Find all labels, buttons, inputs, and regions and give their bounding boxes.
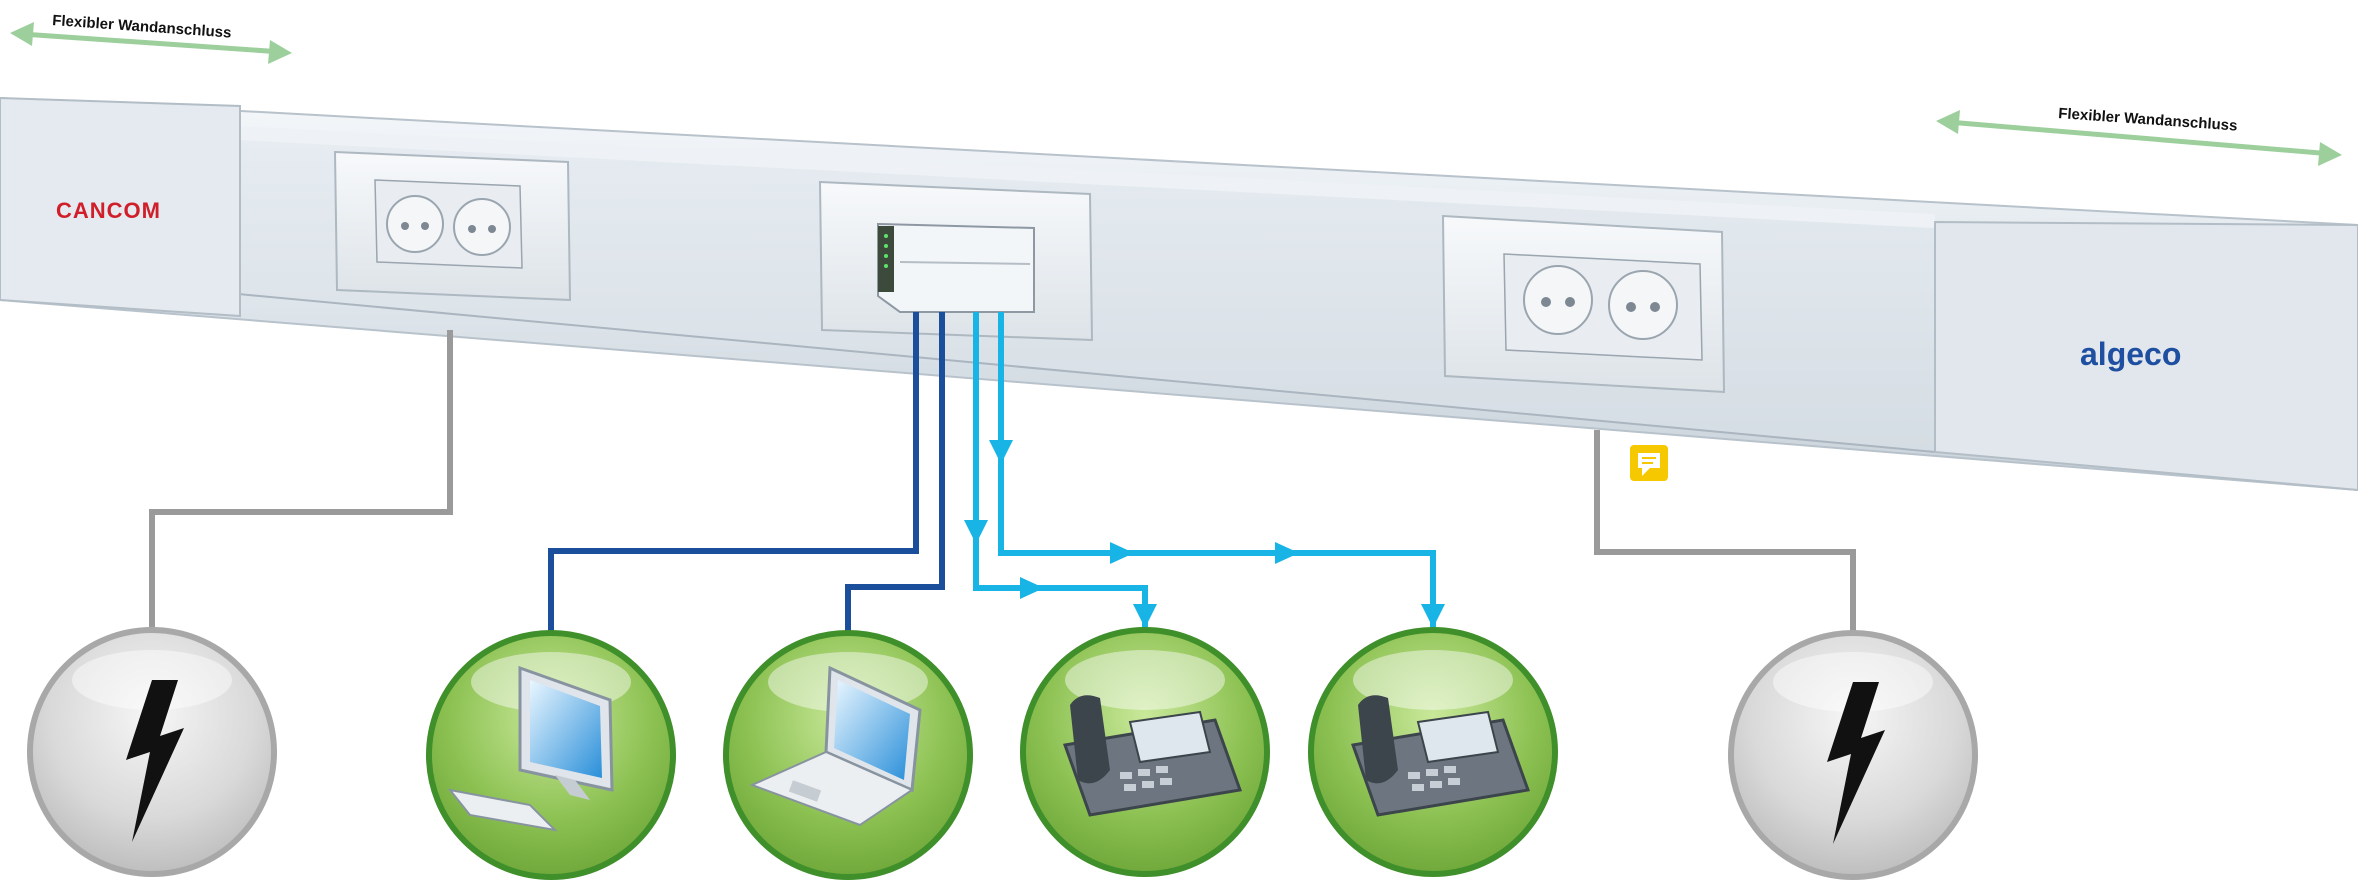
data-cable-laptop [845, 312, 945, 632]
node-phone-2 [1308, 627, 1558, 877]
node-power-right [1728, 630, 1978, 880]
ip-phone-icon [1350, 695, 1531, 817]
arrowhead-left-icon [1936, 110, 1960, 134]
power-cable-left [149, 330, 453, 635]
end-cap-left [0, 96, 241, 318]
node-phone-1 [1020, 627, 1270, 877]
socket-plate-right [1441, 214, 1726, 394]
lightning-bolt-icon [1827, 682, 1885, 844]
power-socket-icon [1608, 270, 1678, 340]
arrow-down-icon [1133, 604, 1157, 628]
phone-cable-arrows [964, 440, 1445, 628]
network-switch [877, 222, 1035, 313]
arrowhead-left-icon [10, 22, 34, 46]
arrow-right-icon [1020, 577, 1044, 599]
algeco-logo: algeco [2080, 336, 2181, 372]
arrowhead-right-icon [2318, 142, 2342, 166]
arrowhead-right-icon [268, 40, 292, 64]
socket-plate-left [333, 150, 572, 302]
laptop-icon [749, 665, 922, 827]
double-arrow-left-shaft [21, 31, 283, 55]
double-arrow-right-shaft [1947, 119, 2333, 157]
power-socket-icon [1523, 265, 1593, 335]
arrow-right-icon [1275, 542, 1299, 564]
node-power-left [27, 627, 277, 877]
desktop-computer-icon [447, 665, 614, 832]
switch-status-leds [878, 226, 894, 292]
data-cable-desktop [548, 312, 919, 632]
wall-connection-left: Flexibler Wandanschluss [10, 12, 292, 64]
lightning-bolt-icon [126, 680, 184, 842]
power-socket-icon [453, 198, 511, 256]
arrow-down-icon [1421, 604, 1445, 628]
cancom-logo: CANCOM [56, 198, 161, 223]
end-cap-right [1934, 220, 2358, 492]
node-laptop [723, 630, 973, 880]
network-module [818, 180, 1094, 342]
power-socket-icon [386, 195, 444, 253]
cable-duct: CANCOM algeco [0, 96, 2358, 492]
arrow-right-icon [1110, 542, 1134, 564]
ip-phone-icon [1062, 695, 1243, 817]
power-cable-right [1594, 430, 1856, 635]
wall-connection-right: Flexibler Wandanschluss [1936, 105, 2342, 166]
node-desktop [426, 630, 676, 880]
wall-connection-label-right: Flexibler Wandanschluss [2058, 105, 2238, 134]
arrow-down-icon [989, 440, 1013, 464]
comment-icon[interactable] [1630, 445, 1668, 481]
phone-cable-2 [998, 312, 1436, 628]
arrow-down-icon [964, 520, 988, 544]
duct-lip [238, 126, 1935, 228]
